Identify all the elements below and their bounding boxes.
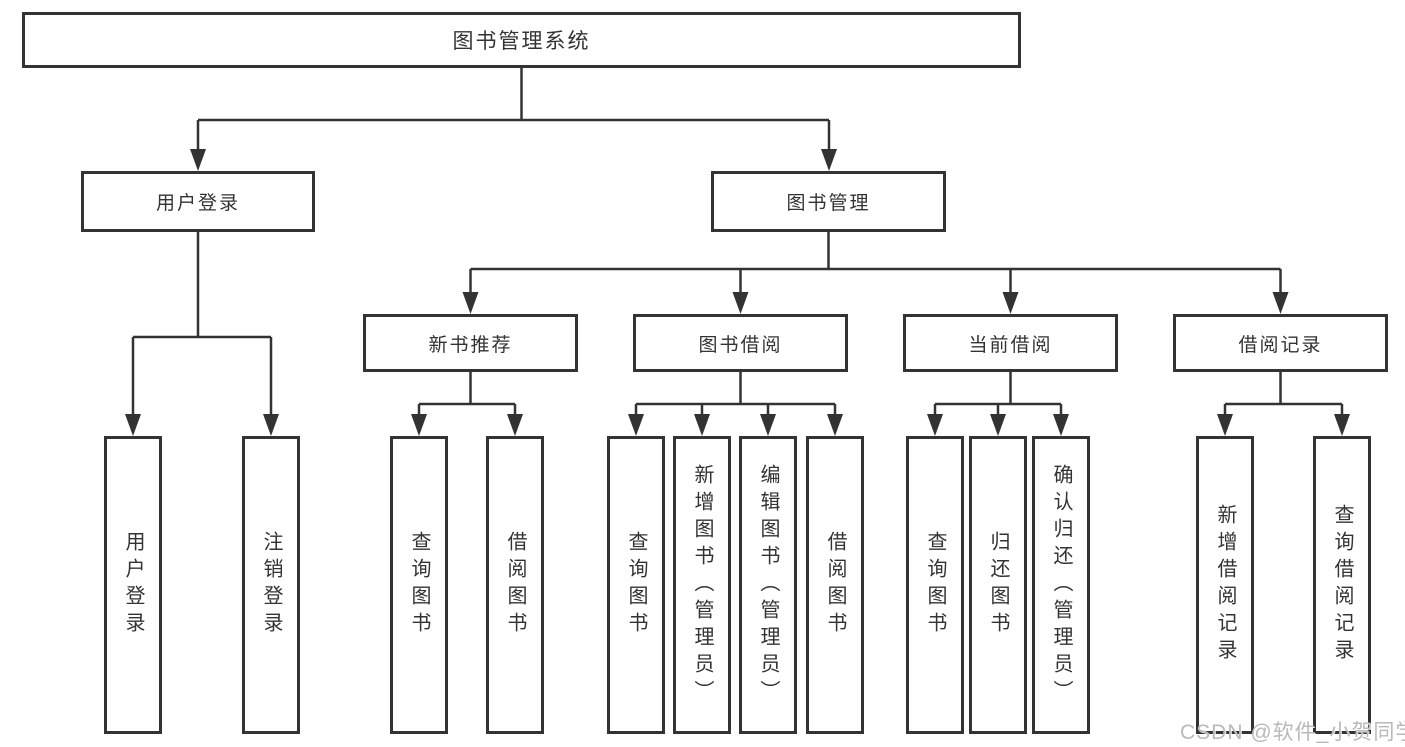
leaf-label: 用户登录 bbox=[122, 531, 144, 639]
node-logout-action: 注销登录 bbox=[242, 436, 300, 734]
leaf-label: 查询借阅记录 bbox=[1331, 504, 1353, 666]
leaf-label: 借阅图书 bbox=[504, 531, 526, 639]
leaf-label: 编辑图书（管理员） bbox=[757, 463, 779, 707]
node-add-books-admin: 新增图书（管理员） bbox=[673, 436, 731, 734]
leaf-label: 注销登录 bbox=[260, 531, 282, 639]
leaf-label: 确认归还（管理员） bbox=[1050, 463, 1072, 707]
node-edit-books-admin: 编辑图书（管理员） bbox=[739, 436, 797, 734]
node-query-books-borrow: 查询图书 bbox=[607, 436, 665, 734]
node-book-borrow: 图书借阅 bbox=[633, 314, 848, 372]
node-user-login-action: 用户登录 bbox=[104, 436, 162, 734]
node-library-management-system: 图书管理系统 bbox=[22, 12, 1021, 68]
node-new-book-recommend: 新书推荐 bbox=[363, 314, 578, 372]
leaf-label: 查询图书 bbox=[408, 531, 430, 639]
node-query-books-current: 查询图书 bbox=[906, 436, 964, 734]
node-user-login: 用户登录 bbox=[81, 171, 315, 232]
node-borrow-books-recommend: 借阅图书 bbox=[486, 436, 544, 734]
node-return-books: 归还图书 bbox=[969, 436, 1027, 734]
csdn-watermark: CSDN @软件_小贺同学 bbox=[1180, 721, 1405, 744]
node-book-management: 图书管理 bbox=[711, 171, 946, 232]
leaf-label: 归还图书 bbox=[987, 531, 1009, 639]
leaf-label: 查询图书 bbox=[924, 531, 946, 639]
node-current-borrow: 当前借阅 bbox=[903, 314, 1118, 372]
leaf-label: 新增借阅记录 bbox=[1214, 504, 1236, 666]
node-query-books-recommend: 查询图书 bbox=[390, 436, 448, 734]
node-query-borrow-record: 查询借阅记录 bbox=[1313, 436, 1371, 734]
leaf-label: 查询图书 bbox=[625, 531, 647, 639]
node-add-borrow-record: 新增借阅记录 bbox=[1196, 436, 1254, 734]
leaf-label: 新增图书（管理员） bbox=[691, 463, 713, 707]
node-borrow-books-action: 借阅图书 bbox=[806, 436, 864, 734]
tree-edges bbox=[131, 68, 1344, 416]
leaf-label: 借阅图书 bbox=[824, 531, 846, 639]
node-borrow-records: 借阅记录 bbox=[1173, 314, 1388, 372]
arrowheads bbox=[125, 149, 1350, 436]
node-confirm-return-admin: 确认归还（管理员） bbox=[1032, 436, 1090, 734]
